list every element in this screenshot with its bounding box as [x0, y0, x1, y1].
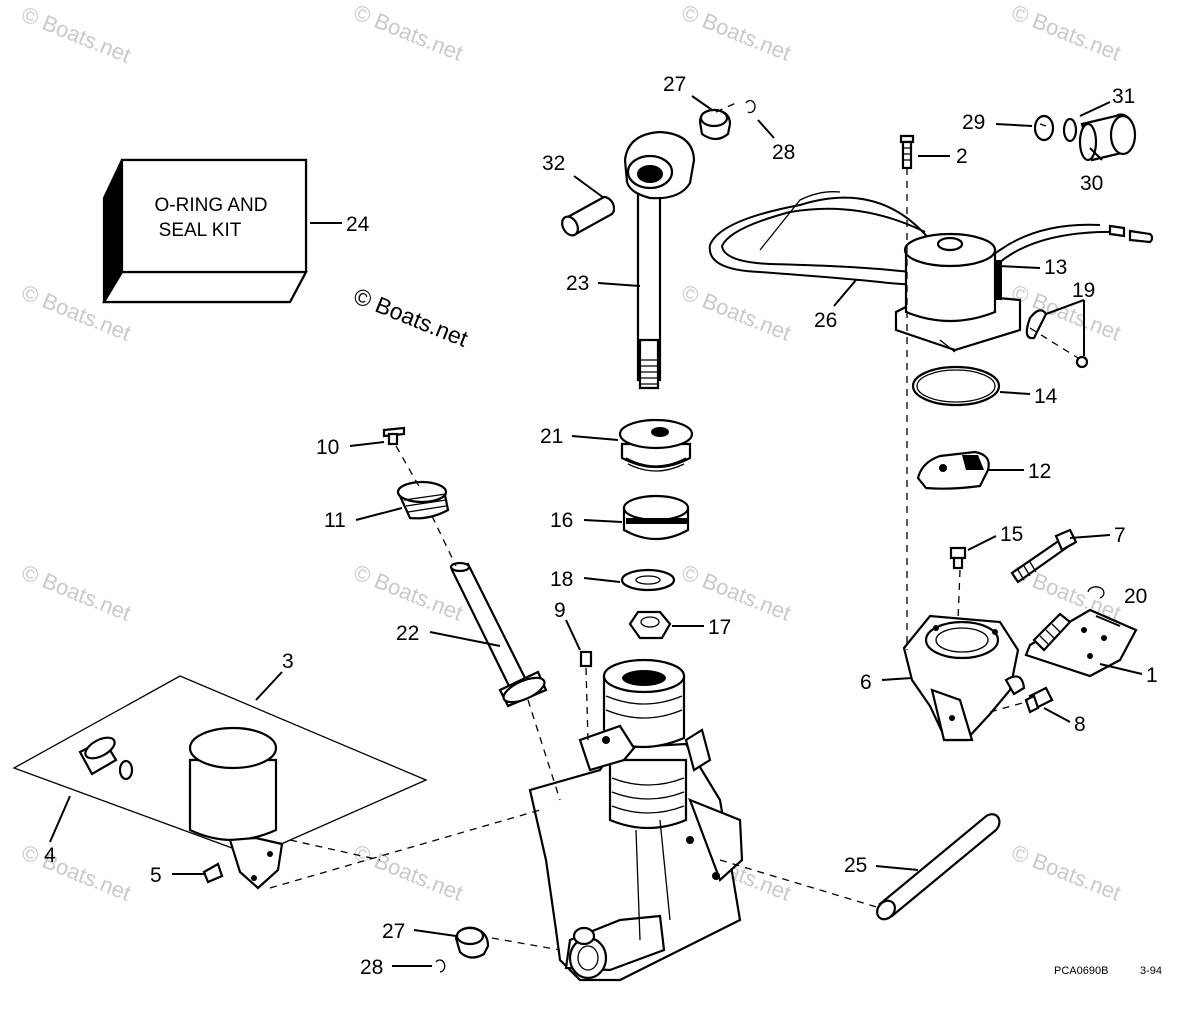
motor-13 [894, 232, 1022, 353]
callouts: 24 32 23 27 28 2 29 31 30 13 26 19 14 12… [44, 73, 1158, 979]
callout-22: 22 [396, 622, 419, 645]
callout-5: 5 [150, 864, 162, 887]
callout-11: 11 [324, 509, 346, 532]
filter-4 [78, 736, 134, 781]
connector-30 [1078, 113, 1137, 162]
callout-28-bottom: 28 [360, 956, 383, 979]
callout-6: 6 [860, 671, 872, 694]
callout-1: 1 [1146, 664, 1158, 687]
screw-5 [202, 862, 224, 884]
callout-21: 21 [540, 425, 563, 448]
screw-15 [949, 546, 967, 570]
watermark: © Boats.net [1008, 279, 1124, 345]
callout-7: 7 [1114, 524, 1126, 547]
callout-14: 14 [1034, 385, 1058, 408]
callout-19: 19 [1072, 279, 1095, 302]
callout-29: 29 [962, 111, 985, 134]
watermark: © Boats.net [18, 839, 134, 905]
screw-2 [899, 134, 915, 170]
callout-15: 15 [1000, 523, 1023, 546]
drawing-date: 3-94 [1140, 965, 1162, 977]
assembly-lines [269, 101, 1079, 951]
callout-30: 30 [1080, 172, 1103, 195]
reservoir-3 [12, 675, 428, 890]
o-ring-14 [911, 365, 1001, 407]
pin-25 [876, 813, 1001, 921]
callout-4: 4 [44, 844, 56, 867]
callout-18: 18 [550, 568, 573, 591]
watermark: © Boats.net [18, 559, 134, 625]
ring-20 [1087, 586, 1105, 599]
trim-housing [528, 658, 744, 982]
leader-lines [49, 95, 1143, 967]
cap-29 [1033, 114, 1055, 142]
callout-20: 20 [1124, 585, 1147, 608]
bushing-27-bottom [454, 926, 490, 959]
callout-2: 2 [956, 145, 968, 168]
callout-27-top: 27 [663, 73, 686, 96]
watermark: © Boats.net [678, 559, 794, 625]
callout-10: 10 [316, 436, 339, 459]
callout-17: 17 [708, 616, 731, 639]
bolt-7 [1010, 528, 1078, 584]
valve-1 [1024, 608, 1138, 678]
clamp-19 [1025, 309, 1089, 369]
callout-3: 3 [282, 650, 294, 673]
cap-21 [618, 418, 694, 472]
watermark: © Boats.net [1008, 0, 1124, 66]
kit-label-line2: SEAL KIT [159, 220, 242, 241]
ring-28-bottom [435, 959, 446, 973]
tube-22 [449, 561, 548, 708]
trim-rod-23 [623, 130, 696, 390]
bolt-8 [1024, 686, 1054, 714]
washer-18 [620, 568, 676, 592]
bushing-27-top [698, 108, 732, 141]
callout-13: 13 [1044, 256, 1067, 279]
screw-9 [579, 650, 593, 668]
nut-17 [628, 610, 672, 640]
callout-25: 25 [844, 854, 867, 877]
watermark: © Boats.net [350, 559, 466, 625]
pump-6 [902, 614, 1026, 742]
pin-32 [561, 195, 616, 237]
callout-12: 12 [1028, 460, 1051, 483]
callout-27-bottom: 27 [382, 920, 405, 943]
ring-28-top [745, 99, 756, 114]
callout-24: 24 [346, 213, 370, 236]
watermark: © Boats.net [678, 279, 794, 345]
center-watermark: © Boats.net [350, 283, 472, 352]
plate-12 [916, 450, 990, 490]
callout-31: 31 [1112, 85, 1135, 108]
o-ring-31 [1062, 117, 1078, 143]
callout-9: 9 [554, 599, 566, 622]
cap-11 [396, 480, 450, 520]
kit-label-line1: O-RING AND [155, 195, 268, 216]
callout-28-top: 28 [772, 141, 795, 164]
drawing-code: PCA0690B [1054, 965, 1108, 977]
callout-8: 8 [1074, 713, 1086, 736]
seal-kit-box: O-RING AND SEAL KIT [102, 158, 308, 304]
screw-10 [382, 426, 406, 446]
watermark: © Boats.net [18, 1, 134, 67]
callout-32: 32 [542, 152, 565, 175]
watermark: © Boats.net [350, 0, 466, 66]
callout-26: 26 [814, 309, 837, 332]
watermark: © Boats.net [678, 0, 794, 66]
callout-16: 16 [550, 509, 573, 532]
callout-23: 23 [566, 272, 589, 295]
watermark: © Boats.net [350, 839, 466, 905]
watermark: © Boats.net [1008, 839, 1124, 905]
piston-16 [622, 494, 690, 540]
